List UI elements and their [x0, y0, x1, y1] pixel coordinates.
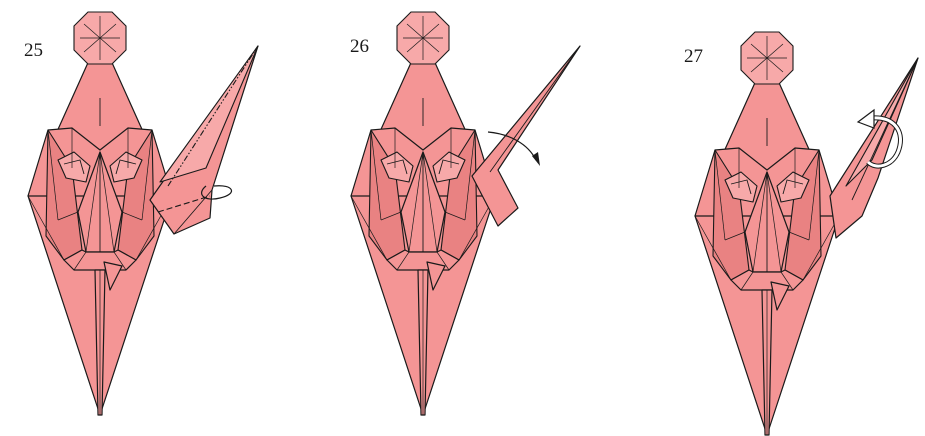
step-label: 26 — [350, 36, 369, 57]
step-label: 27 — [684, 46, 703, 67]
figure-step-25: 25 — [24, 12, 258, 415]
step-label: 25 — [24, 40, 43, 61]
figure-step-26: 26 — [350, 12, 580, 415]
figure-step-27: 27 — [684, 32, 918, 435]
side-flap — [472, 46, 580, 226]
